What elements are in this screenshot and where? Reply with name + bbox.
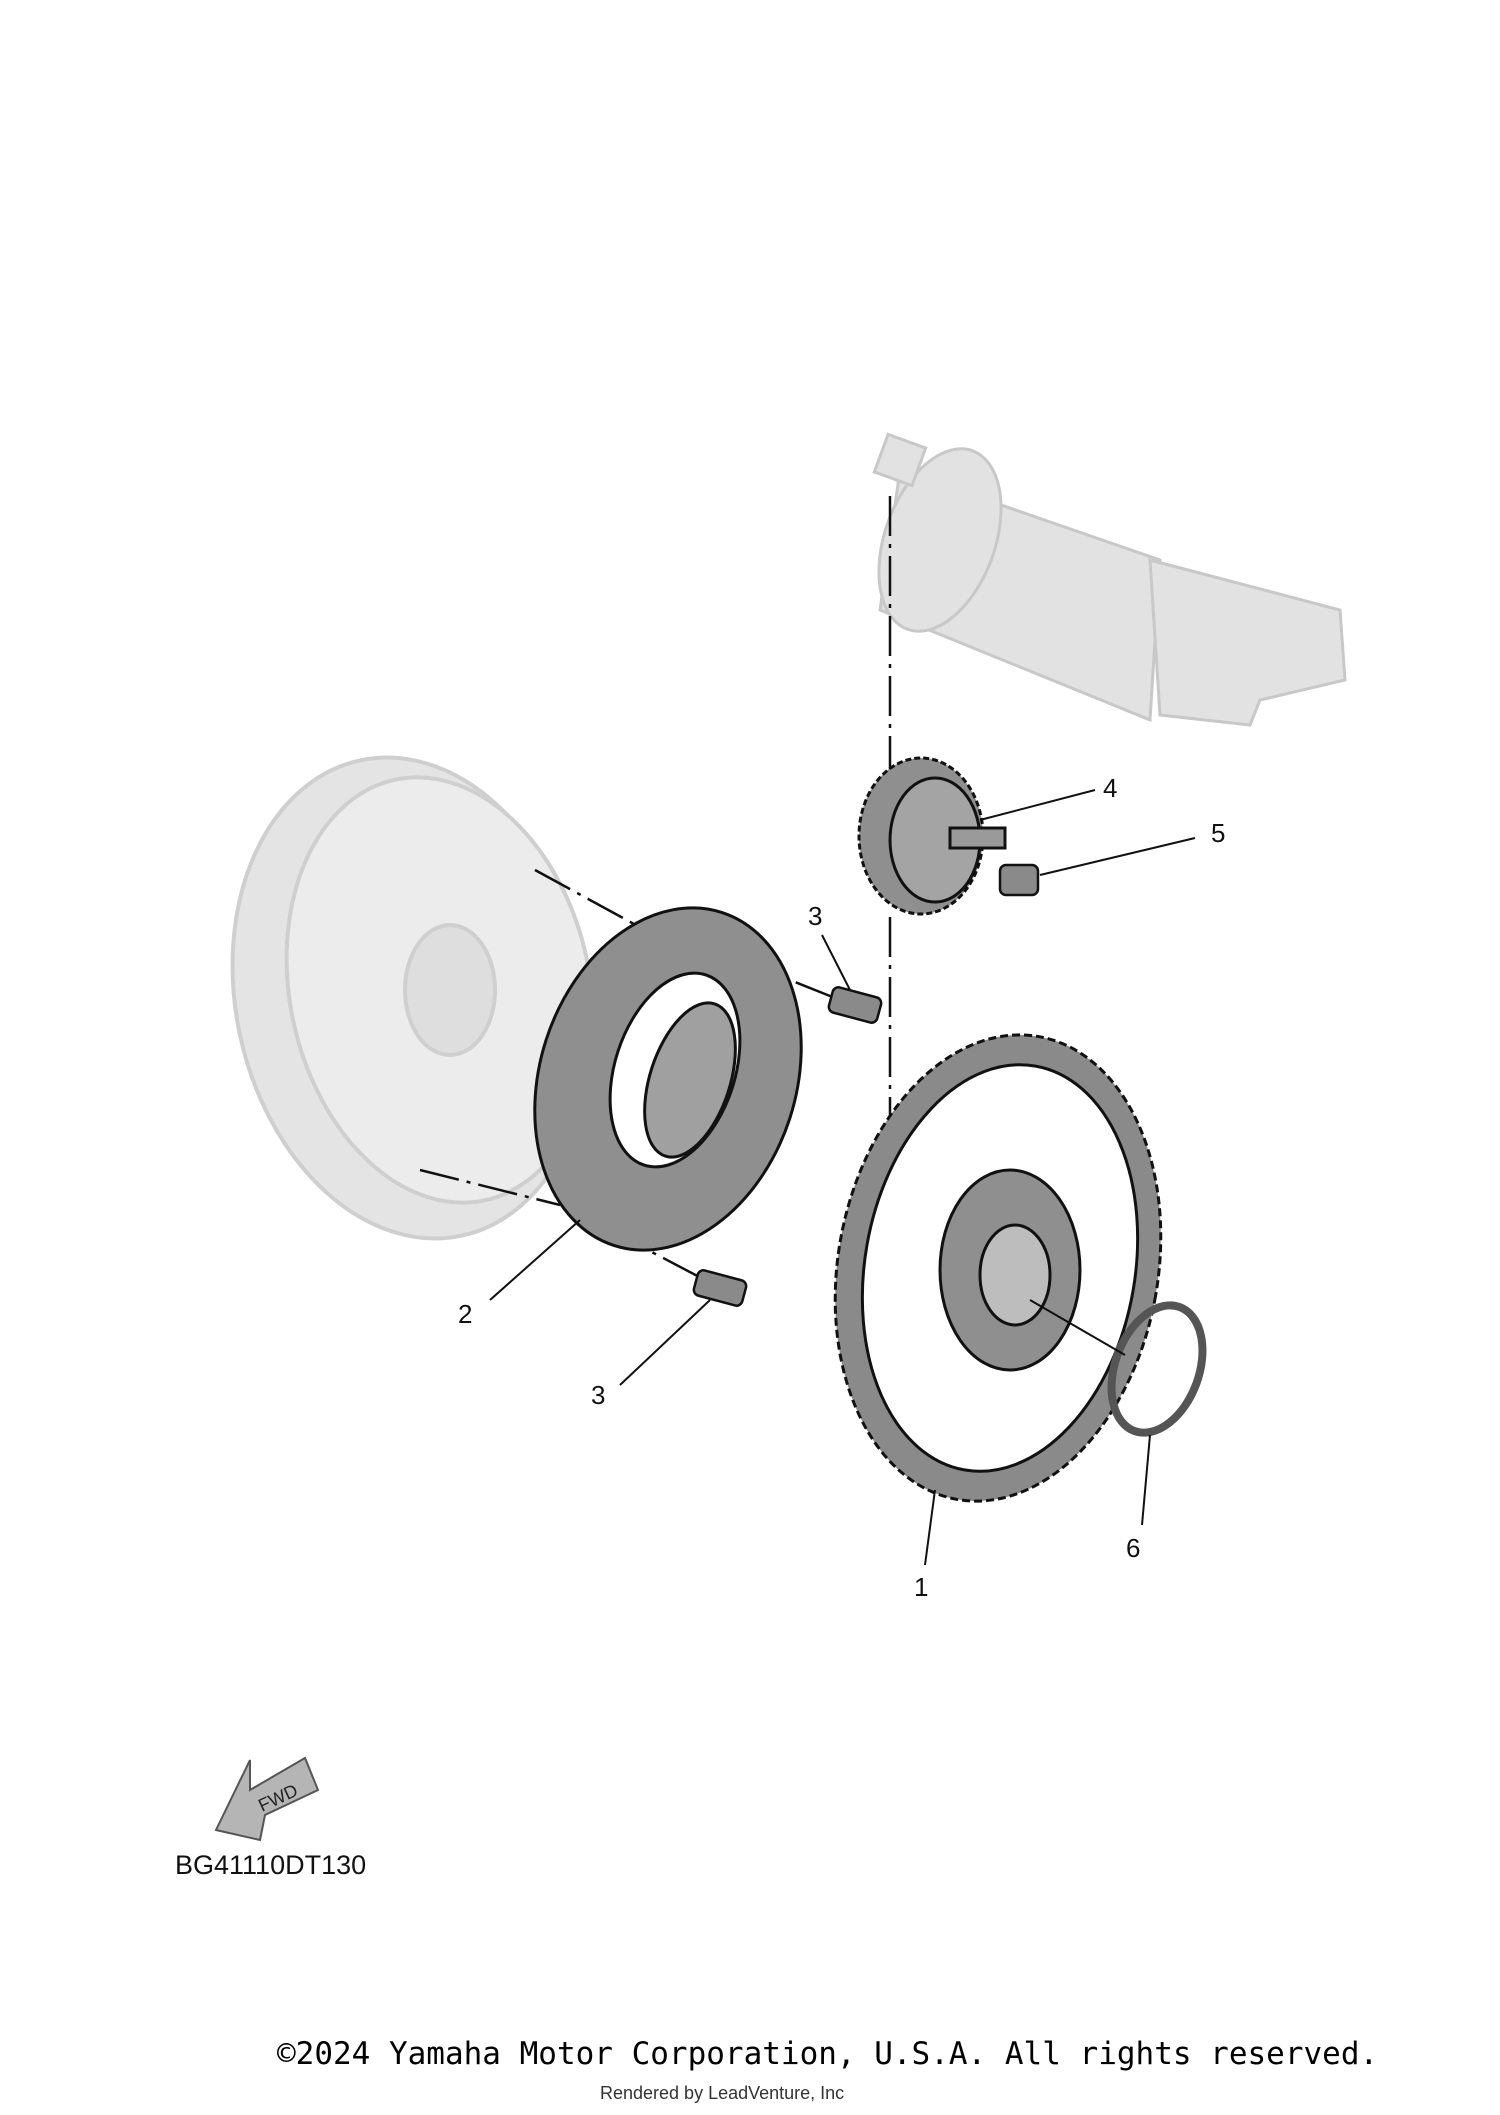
callout-2[interactable]: 2: [458, 1299, 473, 1329]
o-ring: [1107, 1301, 1207, 1437]
starter-wheel-gear: [833, 1033, 1163, 1503]
callout-4[interactable]: 4: [1103, 773, 1118, 803]
callout-1[interactable]: 1: [914, 1572, 929, 1602]
diagram-code: BG41110DT130: [175, 1850, 367, 1880]
callout-3-top[interactable]: 3: [808, 901, 823, 931]
copyright-notice: ©2024 Yamaha Motor Corporation, U.S.A. A…: [277, 2036, 1379, 2072]
leader-lines: [489, 789, 1196, 1566]
collar: [998, 863, 1040, 897]
callout-6[interactable]: 6: [1126, 1533, 1141, 1563]
starter-idle-gear: [857, 756, 1007, 916]
starter-motor: [872, 432, 1347, 727]
rendered-by-credit: Rendered by LeadVenture, Inc: [600, 2083, 845, 2103]
callout-5[interactable]: 5: [1211, 818, 1226, 848]
starter-clutch-plate: [533, 906, 803, 1252]
forward-arrow-icon: FWD: [214, 1756, 320, 1842]
bolt: [692, 986, 883, 1307]
callout-3-bottom[interactable]: 3: [591, 1380, 606, 1410]
flywheel-rotor: [230, 755, 596, 1241]
